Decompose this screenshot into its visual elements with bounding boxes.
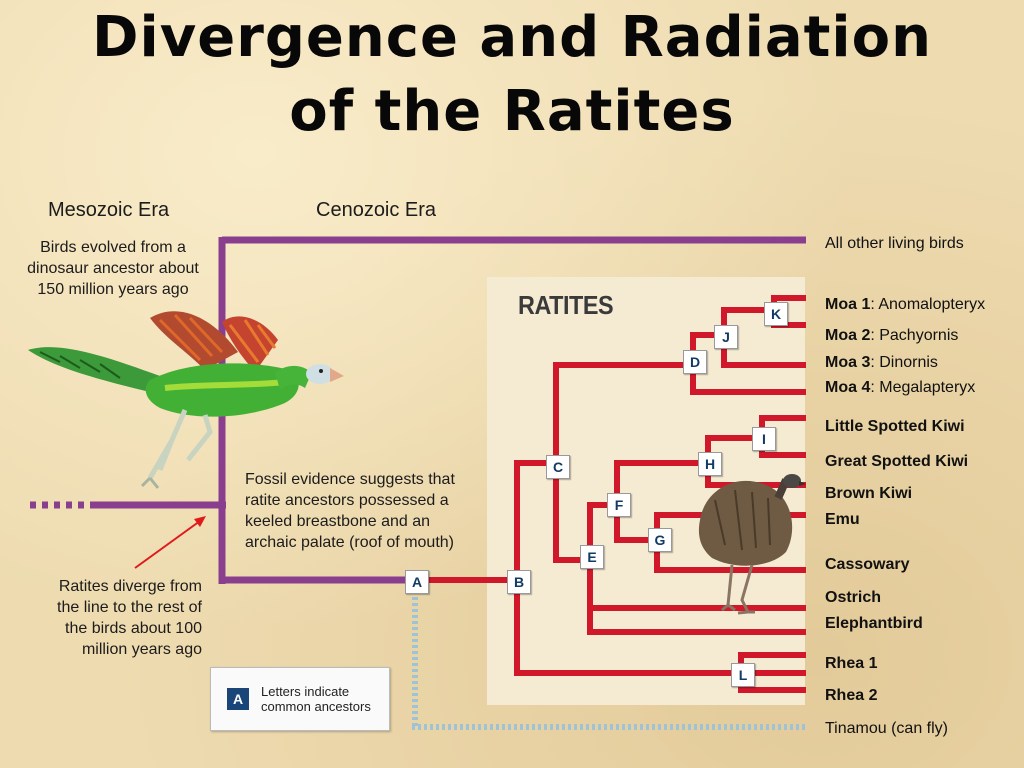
node-j: J bbox=[714, 325, 738, 349]
node-a: A bbox=[405, 570, 429, 594]
tip-rhea-2: Rhea 2 bbox=[825, 687, 878, 704]
tip-tinamou: Tinamou (can fly) bbox=[825, 720, 948, 737]
tip-moa-2: Moa 2: Pachyornis bbox=[825, 327, 959, 344]
node-b: B bbox=[507, 570, 531, 594]
node-g: G bbox=[648, 528, 672, 552]
tip-great-spotted-kiwi: Great Spotted Kiwi bbox=[825, 453, 969, 470]
node-c: C bbox=[546, 455, 570, 479]
tip-little-spotted-kiwi: Little Spotted Kiwi bbox=[825, 418, 965, 435]
tip-cassowary: Cassowary bbox=[825, 556, 910, 573]
tip-moa-3: Moa 3: Dinornis bbox=[825, 354, 938, 371]
node-f: F bbox=[607, 493, 631, 517]
emu-icon bbox=[698, 474, 806, 615]
tip-ostrich: Ostrich bbox=[825, 589, 882, 606]
note-fossil-evidence: Fossil evidence suggests that ratite anc… bbox=[245, 471, 455, 551]
title-line-1: Divergence and Radiation bbox=[92, 5, 932, 70]
legend-box: A Letters indicate common ancestors bbox=[210, 667, 390, 731]
tip-rhea-1: Rhea 1 bbox=[825, 655, 878, 672]
legend-text: Letters indicate common ancestors bbox=[261, 684, 371, 714]
title-line-2: of the Ratites bbox=[289, 79, 735, 144]
legend-node-sample: A bbox=[227, 688, 249, 710]
node-e: E bbox=[580, 545, 604, 569]
node-k: K bbox=[764, 302, 788, 326]
node-l: L bbox=[731, 663, 755, 687]
arrow-icon bbox=[134, 516, 206, 569]
era-mesozoic: Mesozoic Era bbox=[48, 199, 170, 221]
tip-all-other-birds: All other living birds bbox=[825, 235, 964, 252]
tip-elephantbird: Elephantbird bbox=[825, 615, 923, 632]
note-ratites-diverge: Ratites diverge from the line to the res… bbox=[57, 578, 202, 658]
node-i: I bbox=[752, 427, 776, 451]
ratites-label: RATITES bbox=[518, 290, 614, 320]
archaeopteryx-icon bbox=[28, 311, 344, 489]
tip-emu: Emu bbox=[825, 511, 860, 528]
note-birds-evolved: Birds evolved from a dinosaur ancestor a… bbox=[27, 239, 199, 298]
node-h: H bbox=[698, 452, 722, 476]
tip-brown-kiwi: Brown Kiwi bbox=[825, 485, 913, 502]
node-d: D bbox=[683, 350, 707, 374]
tip-moa-1: Moa 1: Anomalopteryx bbox=[825, 296, 986, 313]
tip-moa-4: Moa 4: Megalapteryx bbox=[825, 379, 976, 396]
era-cenozoic: Cenozoic Era bbox=[316, 199, 437, 221]
